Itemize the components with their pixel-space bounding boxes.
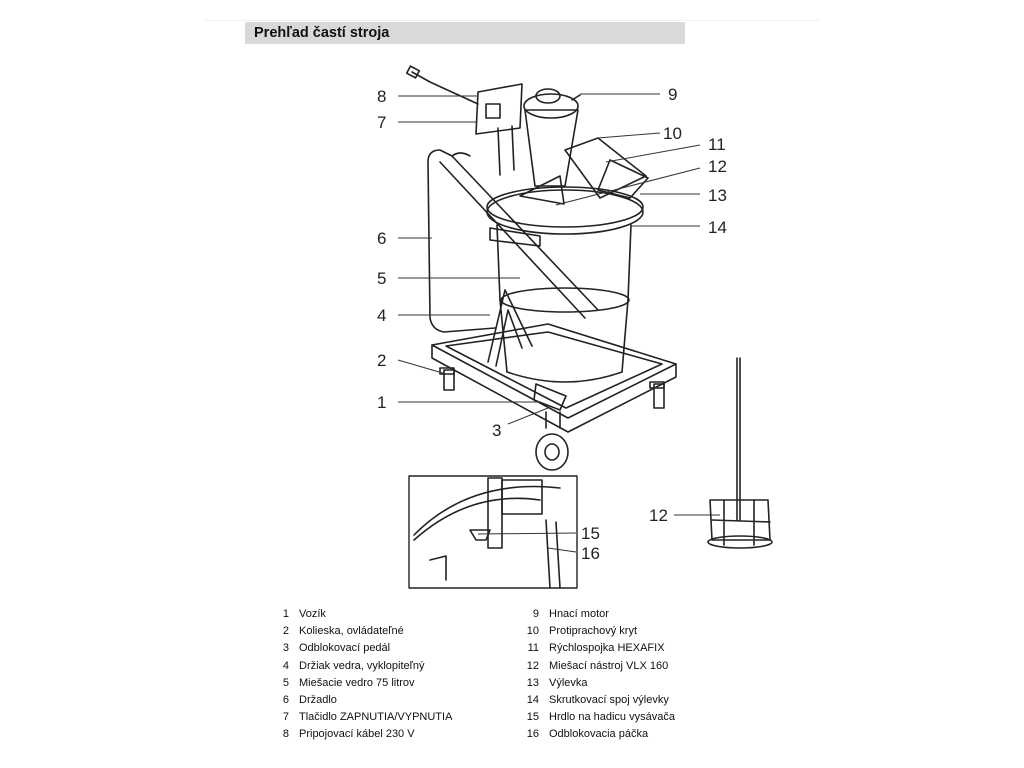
callout-9: 9: [668, 85, 677, 104]
callout-8: 8: [377, 87, 386, 106]
callout-11: 11: [708, 135, 726, 154]
callout-10: 10: [663, 124, 682, 143]
callout-12-stirrer: 12: [649, 506, 668, 525]
legend-label: Hnací motor: [549, 608, 609, 620]
legend-number: 15: [526, 711, 539, 724]
callout-2: 2: [377, 351, 386, 370]
legend-number: 9: [532, 608, 539, 620]
spout-drawing: [597, 159, 649, 199]
trolley-frame-drawing: [431, 323, 677, 419]
legend-number: 13: [526, 676, 539, 689]
legend-number: 16: [526, 728, 539, 741]
legend-label: Odblokovací pedál: [299, 642, 391, 655]
callout-13: 13: [708, 186, 727, 205]
handle-drawing: [427, 149, 496, 333]
power-cable-drawing: [411, 71, 479, 105]
legend-label: Hrdlo na hadicu vysávača: [549, 711, 675, 724]
legend-number: 2: [282, 625, 289, 638]
inset-frame: [408, 475, 578, 589]
top-rule: [205, 20, 820, 21]
legend-number: 10: [526, 625, 539, 638]
legend-number: 4: [282, 659, 289, 672]
legend-number: 14: [526, 694, 539, 706]
legend-number: 12: [526, 659, 539, 672]
callout-12: 12: [708, 157, 727, 176]
legend-label: Kolieska, ovládateľné: [299, 625, 404, 638]
parts-legend: 1 Vozík 2 Kolieska, ovládateľné 3 Odblokovací…: [261, 606, 801, 746]
legend-number: 6: [282, 694, 289, 706]
legend-number: 5: [282, 676, 289, 689]
motor-housing-drawing: [524, 109, 579, 187]
section-title: Prehľad častí stroja: [245, 22, 685, 44]
legend-label: Protiprachový kryt: [549, 625, 638, 638]
legend-label: Držiak vedra, vyklopiteľný: [299, 659, 425, 672]
legend-label: Miešacie vedro 75 litrov: [299, 676, 415, 689]
legend-label: Výlevka: [549, 676, 588, 689]
callout-6: 6: [377, 229, 386, 248]
legend-label: Odblokovacia páčka: [549, 728, 649, 741]
pedal-drawing: [533, 383, 567, 411]
machine-illustration: 8 7 6 5 4 2 1 3 9 10 11 12 13 14 15 16 1…: [377, 65, 773, 589]
legend-label: Miešací nástroj VLX 160: [549, 659, 669, 672]
legend-number: 8: [282, 728, 289, 741]
callout-14: 14: [708, 218, 727, 237]
callout-15: 15: [581, 524, 600, 543]
legend-label: Držadlo: [299, 694, 337, 706]
front-wheel-drawing: [535, 433, 569, 471]
legend-label: Rýchlospojka HEXAFIX: [549, 642, 665, 655]
callout-16: 16: [581, 544, 600, 563]
legend-label: Pripojovací kábel 230 V: [299, 728, 415, 741]
legend-label: Vozík: [299, 608, 326, 620]
legend-number: 11: [527, 642, 539, 655]
callout-3: 3: [492, 421, 501, 440]
callout-1: 1: [377, 393, 386, 412]
callout-7: 7: [377, 113, 386, 132]
callout-5: 5: [377, 269, 386, 288]
legend-number: 7: [282, 711, 289, 724]
callout-4: 4: [377, 306, 386, 325]
switch-box-drawing: [475, 83, 523, 135]
legend-number: 3: [282, 642, 289, 655]
legend-label: Tlačidlo ZAPNUTIA/VYPNUTIA: [299, 711, 453, 724]
legend-number: 1: [282, 608, 289, 620]
legend-label: Skrutkovací spoj výlevky: [549, 694, 669, 706]
dust-cover-drawing: [564, 137, 647, 199]
